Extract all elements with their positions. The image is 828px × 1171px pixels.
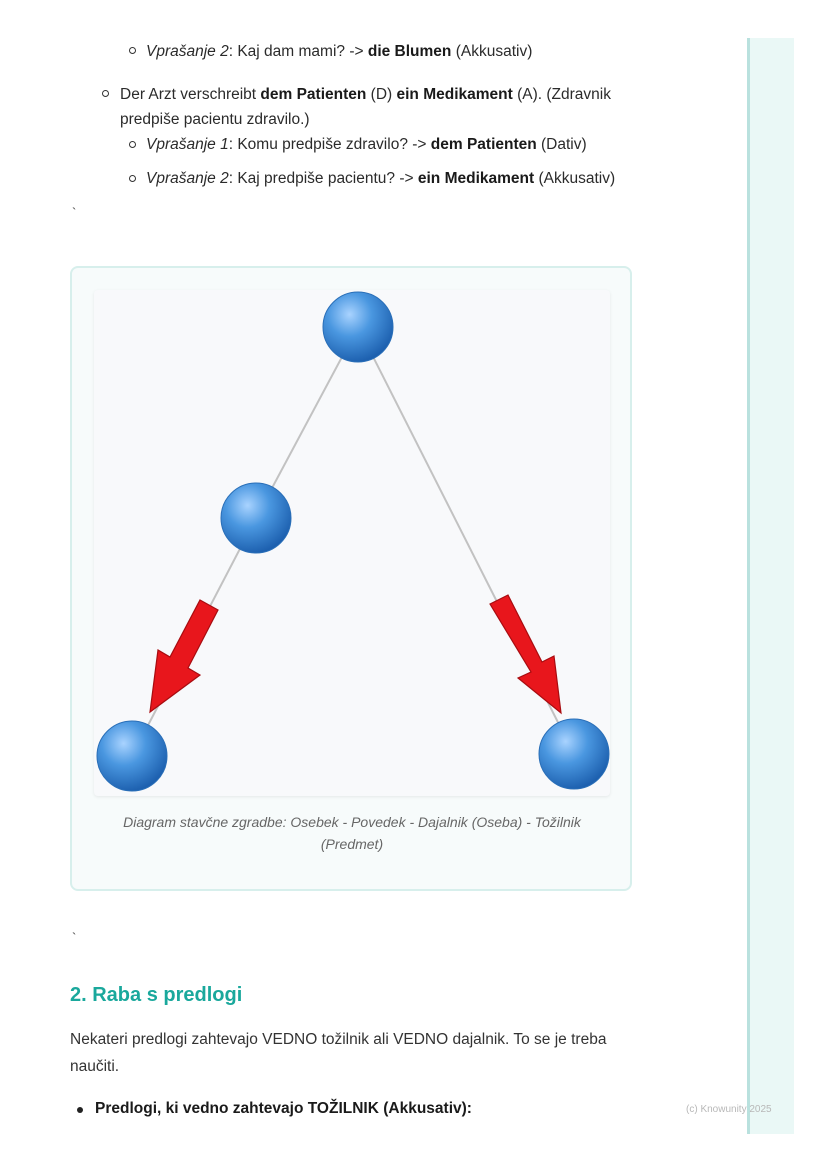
sentence-text: (D) (366, 86, 397, 103)
answer-bold: ein Medikament (417, 170, 535, 187)
bullet (77, 1107, 83, 1113)
arrow-right-icon (489, 594, 562, 715)
sub-bullet (129, 47, 136, 54)
question-text: : Kaj predpiše pacientu? -> (228, 170, 418, 187)
question-text: : Kaj dam mami? -> (228, 43, 368, 60)
diagram-figure: Diagram stavčne zgradbe: Osebek - Povede… (70, 266, 632, 891)
section-paragraph: Nekateri predlogi zahtevajo VEDNO tožiln… (70, 1026, 635, 1080)
node-subject (322, 291, 394, 363)
bold-term: ein Medikament (396, 86, 513, 103)
paragraph-line: Nekateri predlogi zahtevajo VEDNO tožiln… (70, 1031, 607, 1048)
list-item: Der Arzt verschreibt dem Patienten (D) e… (120, 83, 611, 107)
node-verb (220, 482, 292, 554)
list-item: Vprašanje 2: Kaj predpiše pacientu? -> e… (146, 167, 615, 191)
paragraph-line: naučiti. (70, 1058, 120, 1075)
caption-line: (Predmet) (320, 836, 384, 852)
answer-bold: dem Patienten (430, 136, 537, 153)
list-item-prepositions: Predlogi, ki vedno zahtevajo TOŽILNIK (A… (95, 1100, 472, 1117)
edge-line (255, 326, 359, 519)
question-text: : Komu predpiše zdravilo? -> (228, 136, 431, 153)
watermark: (c) Knowunity 2025 (686, 1104, 772, 1115)
question-label: Vprašanje 2 (146, 43, 229, 60)
case-label: (Akkusativ) (451, 43, 533, 60)
sentence-text: (A). (Zdravnik (512, 86, 611, 103)
arrow-left-icon (149, 599, 219, 714)
sub-bullet (129, 141, 136, 148)
question-label: Vprašanje 2 (146, 170, 229, 187)
bullet (102, 90, 109, 97)
case-label: (Dativ) (536, 136, 587, 153)
bold-term: dem Patienten (260, 86, 367, 103)
case-label: (Akkusativ) (534, 170, 616, 187)
sentence-structure-diagram (96, 291, 610, 792)
node-dative (96, 720, 168, 792)
right-sidebar-strip (747, 38, 794, 1134)
node-accusative (538, 718, 610, 790)
question-label: Vprašanje 1 (146, 136, 229, 153)
sentence-text: Der Arzt verschreibt (120, 86, 261, 103)
list-item: Vprašanje 2: Kaj dam mami? -> die Blumen… (146, 40, 532, 64)
diagram-canvas (94, 290, 610, 796)
figure-caption: Diagram stavčne zgradbe: Osebek - Povede… (92, 811, 612, 855)
list-item: Vprašanje 1: Komu predpiše zdravilo? -> … (146, 133, 587, 157)
backtick-mark: ` (72, 205, 77, 220)
answer-bold: die Blumen (367, 43, 452, 60)
backtick-mark: ` (72, 930, 77, 945)
sub-bullet (129, 175, 136, 182)
caption-line: Diagram stavčne zgradbe: Osebek - Povede… (123, 814, 581, 830)
list-item-continuation: predpiše pacientu zdravilo.) (120, 111, 310, 128)
section-heading: 2. Raba s predlogi (70, 984, 243, 1006)
